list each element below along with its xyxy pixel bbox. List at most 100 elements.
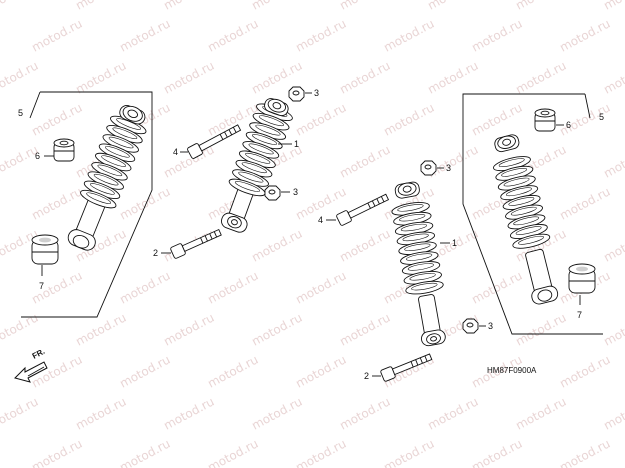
spring-coil-inner	[508, 197, 535, 206]
watermark-text: motod.ru	[381, 16, 436, 54]
right-bracket-leader	[584, 93, 591, 119]
callout-3-c: 3	[446, 163, 451, 173]
watermark-text: motod.ru	[0, 0, 41, 13]
spring-coil-inner	[104, 146, 130, 158]
callout-7-left: 7	[39, 281, 44, 291]
watermark-text: motod.ru	[601, 0, 625, 13]
watermark-text: motod.ru	[0, 58, 41, 96]
watermark-text: motod.ru	[425, 58, 480, 96]
nut-3-top-left	[288, 86, 305, 102]
callout-4-right: 4	[318, 215, 323, 225]
watermark-text: motod.ru	[601, 226, 625, 264]
watermark-text: motod.ru	[205, 16, 260, 54]
left-bushing-7	[31, 234, 59, 265]
watermark-text: motod.ru	[293, 100, 348, 138]
callout-3-a: 3	[314, 88, 319, 98]
spring-coil-inner	[402, 233, 429, 242]
watermark-text: motod.ru	[381, 436, 436, 468]
watermark-text: motod.ru	[117, 184, 172, 222]
watermark-text: motod.ru	[337, 142, 392, 180]
watermark-text: motod.ru	[0, 310, 41, 348]
watermark-text: motod.ru	[73, 394, 128, 432]
callout-2-left: 2	[153, 248, 158, 258]
watermark-text: motod.ru	[601, 310, 625, 348]
watermark-text: motod.ru	[293, 268, 348, 306]
bolt-2-right	[380, 353, 433, 382]
watermark-text: motod.ru	[425, 142, 480, 180]
left-bracket-leader	[29, 91, 41, 119]
spring-coil-inner	[108, 136, 134, 149]
spring-coil-inner	[112, 127, 138, 140]
callout-4-left: 4	[173, 147, 178, 157]
nut-3-top-right	[420, 160, 437, 176]
watermark-text: motod.ru	[117, 436, 172, 468]
watermark-text: motod.ru	[161, 394, 216, 432]
spring-coil-inner	[498, 158, 525, 167]
watermark-text: motod.ru	[205, 436, 260, 468]
center-right-group: 1 3 4 3	[318, 160, 493, 382]
spring-coil-inner	[406, 253, 433, 261]
watermark-text: motod.ru	[557, 16, 612, 54]
watermark-text: motod.ru	[469, 436, 524, 468]
spring-coil-inner	[252, 134, 278, 145]
watermark-text: motod.ru	[0, 394, 41, 432]
watermark-text: motod.ru	[117, 268, 172, 306]
watermark-text: motod.ru	[249, 310, 304, 348]
left-shock-absorber	[67, 105, 147, 251]
spring-coil-inner	[409, 273, 436, 281]
spring-coil-inner	[93, 173, 119, 186]
callout-5-right: 5	[599, 112, 604, 122]
watermark-text: motod.ru	[293, 436, 348, 468]
watermark-text: motod.ru	[601, 394, 625, 432]
watermark-text: motod.ru	[337, 58, 392, 96]
spring-coil-inner	[248, 143, 274, 155]
watermark-text: motod.ru	[513, 0, 568, 13]
diagram-code: HM87F0900A	[487, 366, 537, 375]
watermark-text: motod.ru	[425, 0, 480, 13]
watermark-text: motod.ru	[293, 16, 348, 54]
watermark-text: motod.ru	[513, 310, 568, 348]
spring-coil-inner	[411, 282, 438, 291]
center-right-shock-absorber	[391, 181, 446, 347]
right-shock-absorber	[493, 134, 559, 305]
spring-coil-inner	[501, 168, 528, 177]
watermark-text: motod.ru	[205, 352, 260, 390]
spring-coil-inner	[397, 204, 424, 212]
callout-6-right: 6	[566, 120, 571, 130]
spring-coil-inner	[234, 181, 260, 192]
watermark-text: motod.ru	[29, 16, 84, 54]
watermark-text: motod.ru	[205, 268, 260, 306]
spring-coil-inner	[513, 216, 540, 226]
watermark-text: motod.ru	[249, 226, 304, 264]
callout-3-b: 3	[293, 187, 298, 197]
spring-coil-inner	[404, 243, 431, 251]
watermark-text: motod.ru	[513, 58, 568, 96]
spring-coil-inner	[86, 192, 112, 204]
watermark-text: motod.ru	[557, 184, 612, 222]
watermark-text: motod.ru	[161, 0, 216, 13]
bolt-2-left	[170, 228, 222, 259]
front-arrow-label: FR.	[31, 347, 47, 361]
spring-coil-inner	[515, 226, 542, 235]
watermark-text: motod.ru	[425, 394, 480, 432]
spring-coil-inner	[101, 155, 127, 167]
spring-coil-inner	[407, 263, 434, 271]
left-bushing-6	[53, 138, 75, 162]
right-assembly-bracket	[462, 93, 603, 335]
watermark-text: motod.ru	[117, 16, 172, 54]
bolt-4-right	[336, 193, 390, 226]
watermark-text: motod.ru	[513, 394, 568, 432]
watermark-text: motod.ru	[249, 394, 304, 432]
watermark-text: motod.ru	[73, 0, 128, 13]
spring-coil-inner	[510, 206, 537, 216]
spring-coil-inner	[506, 187, 532, 197]
spring-coil-inner	[245, 152, 271, 164]
nut-3-bottom-right	[462, 318, 479, 334]
watermark-text: motod.ru	[29, 184, 84, 222]
center-left-shock-absorber	[221, 98, 293, 233]
right-bushing-6	[534, 108, 556, 132]
left-assembly-group: 5 6 7	[18, 91, 153, 318]
watermark-text: motod.ru	[469, 100, 524, 138]
callout-5-left: 5	[18, 108, 23, 118]
